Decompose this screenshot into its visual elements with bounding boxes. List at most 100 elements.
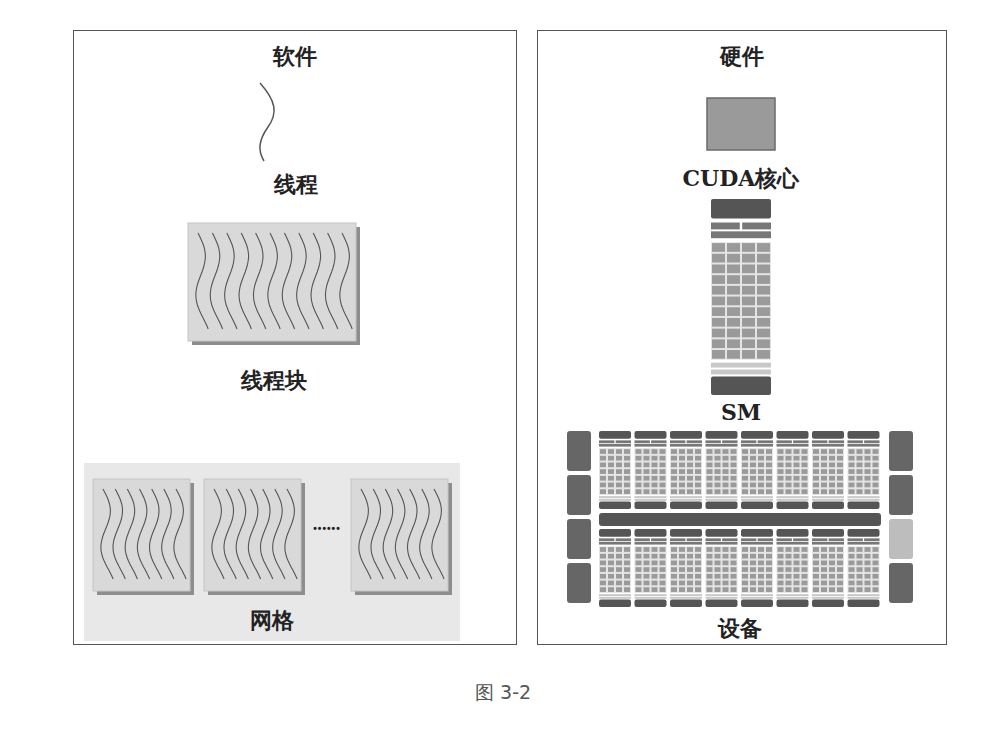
core-cell	[695, 469, 701, 474]
core-cell	[778, 567, 784, 572]
chip-part	[711, 370, 771, 375]
io-pad	[889, 519, 913, 559]
core-cell	[758, 449, 764, 454]
core-cell	[766, 574, 772, 579]
sm-grid-ground	[599, 448, 631, 495]
chip-part	[741, 499, 773, 501]
core-cell	[766, 567, 772, 572]
sm-cap	[706, 600, 738, 607]
sm-cap	[599, 600, 631, 607]
core-cell	[857, 561, 863, 566]
thread-stroke	[224, 489, 236, 579]
io-pad	[567, 563, 591, 603]
core-cell	[837, 463, 843, 468]
core-cell	[727, 329, 740, 338]
core-cell	[873, 561, 879, 566]
core-cell	[636, 547, 642, 552]
core-cell	[671, 476, 677, 481]
core-cell	[660, 561, 666, 566]
core-cell	[687, 547, 693, 552]
core-cell	[857, 587, 863, 592]
core-cell	[723, 547, 729, 552]
core-cell	[707, 463, 713, 468]
core-cell	[636, 567, 642, 572]
core-cell	[742, 275, 755, 284]
core-cell	[857, 469, 863, 474]
core-cell	[742, 318, 755, 327]
core-cell	[786, 489, 792, 494]
core-cell	[742, 243, 755, 252]
core-cell	[624, 587, 630, 592]
core-cell	[794, 489, 800, 494]
core-cell	[742, 286, 755, 295]
chip-part	[706, 594, 738, 596]
node-label: 线程块	[241, 367, 307, 393]
core-cell	[766, 463, 772, 468]
thread-stroke	[359, 489, 371, 579]
core-cell	[829, 456, 835, 461]
core-cell	[750, 554, 756, 559]
core-cell	[786, 463, 792, 468]
thread-squiggle	[260, 83, 274, 161]
core-cell	[758, 567, 764, 572]
core-cell	[644, 449, 650, 454]
core-cell	[865, 554, 871, 559]
core-cell	[757, 297, 770, 306]
core-cell	[757, 286, 770, 295]
core-cell	[687, 463, 693, 468]
chip-part	[711, 223, 740, 230]
core-cell	[813, 547, 819, 552]
sm-grid-ground	[777, 546, 809, 593]
chip-part	[599, 499, 631, 501]
core-cell	[707, 489, 713, 494]
chip-part	[722, 440, 737, 443]
core-cell	[679, 463, 685, 468]
core-cell	[829, 574, 835, 579]
thread-stroke	[420, 489, 432, 579]
sm-cap	[599, 502, 631, 509]
sm-cap	[777, 600, 809, 607]
core-cell	[715, 574, 721, 579]
core-cell	[712, 275, 725, 284]
core-cell	[707, 449, 713, 454]
thread-block-shape	[188, 223, 356, 341]
core-cell	[821, 587, 827, 592]
core-cell	[758, 469, 764, 474]
core-cell	[802, 476, 808, 481]
chip-part	[742, 223, 771, 230]
core-cell	[608, 581, 614, 586]
core-cell	[671, 561, 677, 566]
core-cell	[778, 449, 784, 454]
core-cell	[652, 561, 658, 566]
core-cell	[695, 574, 701, 579]
core-cell	[849, 574, 855, 579]
chip-part	[670, 542, 702, 545]
core-cell	[727, 265, 740, 274]
core-cell	[758, 587, 764, 592]
core-cell	[857, 456, 863, 461]
core-cell	[813, 567, 819, 572]
core-cell	[687, 567, 693, 572]
chip-part	[741, 594, 773, 596]
device-art	[567, 429, 913, 641]
core-cell	[829, 469, 835, 474]
sm-cap	[635, 529, 667, 537]
thread-stroke	[150, 489, 162, 579]
thread-stroke	[196, 233, 208, 329]
core-cell	[837, 567, 843, 572]
core-cell	[652, 574, 658, 579]
thread-stroke	[225, 233, 237, 329]
core-cell	[802, 483, 808, 488]
core-cell	[712, 254, 725, 263]
core-cell	[813, 449, 819, 454]
core-cell	[742, 547, 748, 552]
core-cell	[873, 581, 879, 586]
core-cell	[742, 265, 755, 274]
sm-cap	[670, 529, 702, 537]
core-cell	[837, 547, 843, 552]
core-cell	[652, 463, 658, 468]
core-cell	[857, 449, 863, 454]
core-cell	[794, 463, 800, 468]
core-cell	[766, 489, 772, 494]
thread-stroke	[239, 233, 251, 329]
